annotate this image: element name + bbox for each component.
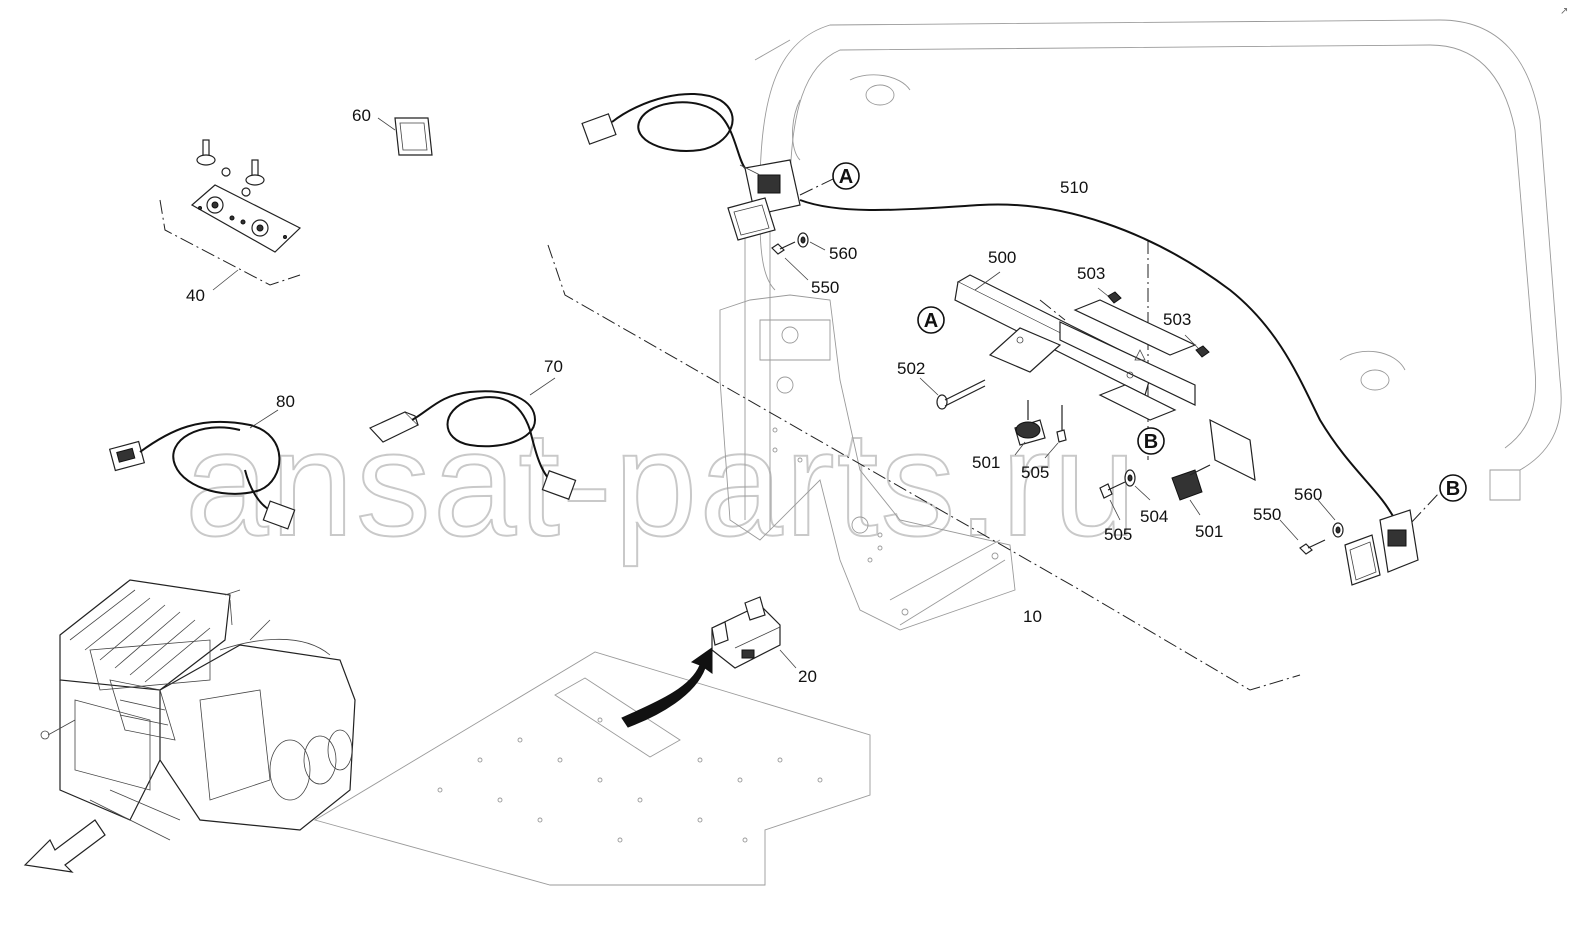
view-direction-arrow (23, 819, 106, 873)
part-70-harness (368, 377, 577, 500)
svg-text:A: A (839, 166, 853, 188)
knob-501-left (1014, 400, 1046, 456)
ref-b-right: B (1439, 474, 1467, 502)
callout-20: 20 (798, 667, 817, 686)
callout-550-right: 550 (1253, 505, 1281, 524)
callout-503-upper: 503 (1077, 264, 1105, 283)
callout-80: 80 (276, 392, 295, 411)
watermark-text: ansat-parts.ru (185, 399, 1138, 567)
callout-550-top: 550 (811, 278, 839, 297)
callout-505-lower: 505 (1104, 525, 1132, 544)
svg-text:A: A (924, 310, 938, 332)
callout-510: 510 (1060, 178, 1088, 197)
screw-505-upper (1044, 405, 1067, 459)
callout-501-left: 501 (972, 453, 1000, 472)
svg-text:B: B (1144, 431, 1158, 453)
ref-a-bracket: A (917, 306, 945, 334)
relocation-arrow (621, 647, 713, 728)
svg-text:B: B (1446, 478, 1460, 500)
callout-502: 502 (897, 359, 925, 378)
ref-a-top: A (832, 162, 860, 190)
callout-501-right: 501 (1195, 522, 1223, 541)
screw-502 (919, 377, 986, 410)
callout-500: 500 (988, 248, 1016, 267)
ref-b-bracket: B (1137, 427, 1165, 455)
roof-frame (754, 19, 1562, 501)
knob-501-right (1171, 464, 1211, 516)
machine-overview-image (40, 579, 356, 841)
callout-503-lower: 503 (1163, 310, 1191, 329)
callout-560-top: 560 (829, 244, 857, 263)
part-20-switch-unit (711, 596, 797, 669)
part-60-label-plate (377, 117, 433, 156)
callout-70: 70 (544, 357, 563, 376)
callout-10: 10 (1023, 607, 1042, 626)
part-40-switch-panel (190, 139, 302, 291)
right-socket-assembly (1279, 499, 1419, 586)
part-80-harness (108, 409, 296, 530)
bracket-500-assembly (954, 271, 1256, 482)
screw-550-top (771, 232, 826, 281)
corner-mark: ↗ (1560, 6, 1568, 17)
callout-40: 40 (186, 286, 205, 305)
callout-labels: 10 20 40 60 70 80 500 501 501 502 503 50… (186, 106, 1322, 686)
callout-560-right: 560 (1294, 485, 1322, 504)
callout-505-upper: 505 (1021, 463, 1049, 482)
floor-plate (313, 651, 871, 886)
cab-pillar (719, 210, 1016, 631)
nuts-503 (1097, 287, 1210, 358)
callout-504: 504 (1140, 507, 1168, 526)
callout-60: 60 (352, 106, 371, 125)
top-socket-assembly (581, 93, 1396, 521)
screw-505-lower-and-washer-504 (1099, 469, 1151, 521)
